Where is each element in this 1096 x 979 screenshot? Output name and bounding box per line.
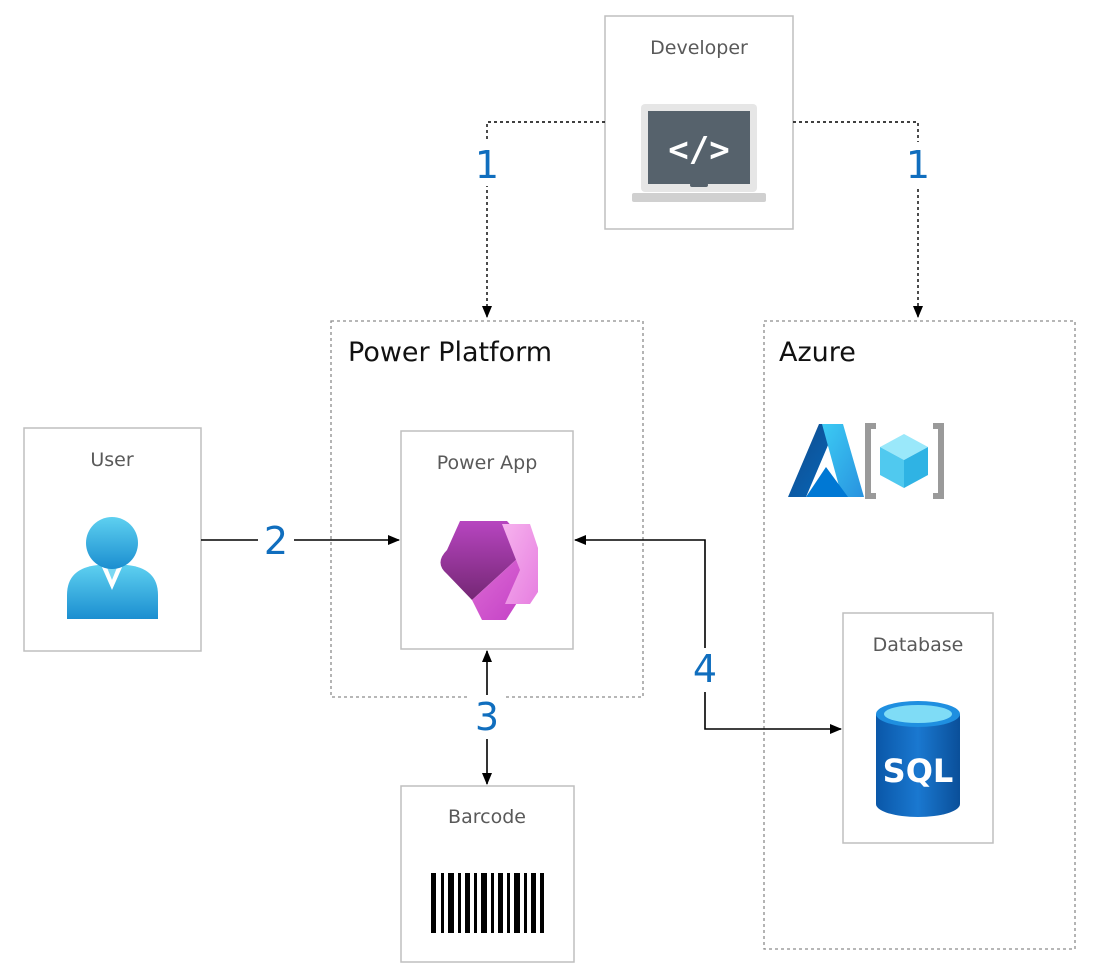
azure-label: Azure	[779, 337, 856, 368]
user-person-icon	[67, 517, 158, 619]
sql-glyph: SQL	[883, 752, 954, 790]
connector-app-database	[574, 535, 842, 734]
step-label-3: 3	[475, 695, 499, 739]
power-platform-group: Power Platform	[330, 320, 644, 698]
step-label-1-azure: 1	[906, 143, 930, 187]
azure-logo-icon	[788, 424, 864, 497]
step-label-2: 2	[264, 519, 288, 563]
step-label-1-platform: 1	[475, 143, 499, 187]
laptop-code-icon: </>	[632, 104, 766, 202]
sql-database-icon: SQL	[876, 701, 960, 817]
database-node[interactable]: Database SQL	[842, 612, 994, 844]
power-app-node[interactable]: Power App	[400, 430, 574, 650]
power-app-label: Power App	[437, 452, 538, 474]
power-platform-label: Power Platform	[348, 337, 552, 368]
barcode-label: Barcode	[448, 806, 526, 828]
step-label-4: 4	[693, 647, 717, 691]
azure-resource-cube-icon	[865, 423, 944, 499]
barcode-icon	[431, 873, 544, 933]
developer-node[interactable]: Developer </>	[604, 15, 794, 230]
developer-label: Developer	[650, 37, 748, 59]
database-label: Database	[873, 634, 964, 656]
user-node[interactable]: User	[23, 427, 202, 652]
code-glyph: </>	[668, 130, 729, 170]
power-apps-logo-icon	[440, 521, 538, 620]
user-label: User	[90, 449, 133, 471]
barcode-node[interactable]: Barcode	[400, 785, 575, 963]
connector-dev-to-platform	[482, 121, 605, 318]
azure-group: Azure	[763, 320, 1076, 950]
connector-dev-to-azure	[793, 121, 923, 318]
